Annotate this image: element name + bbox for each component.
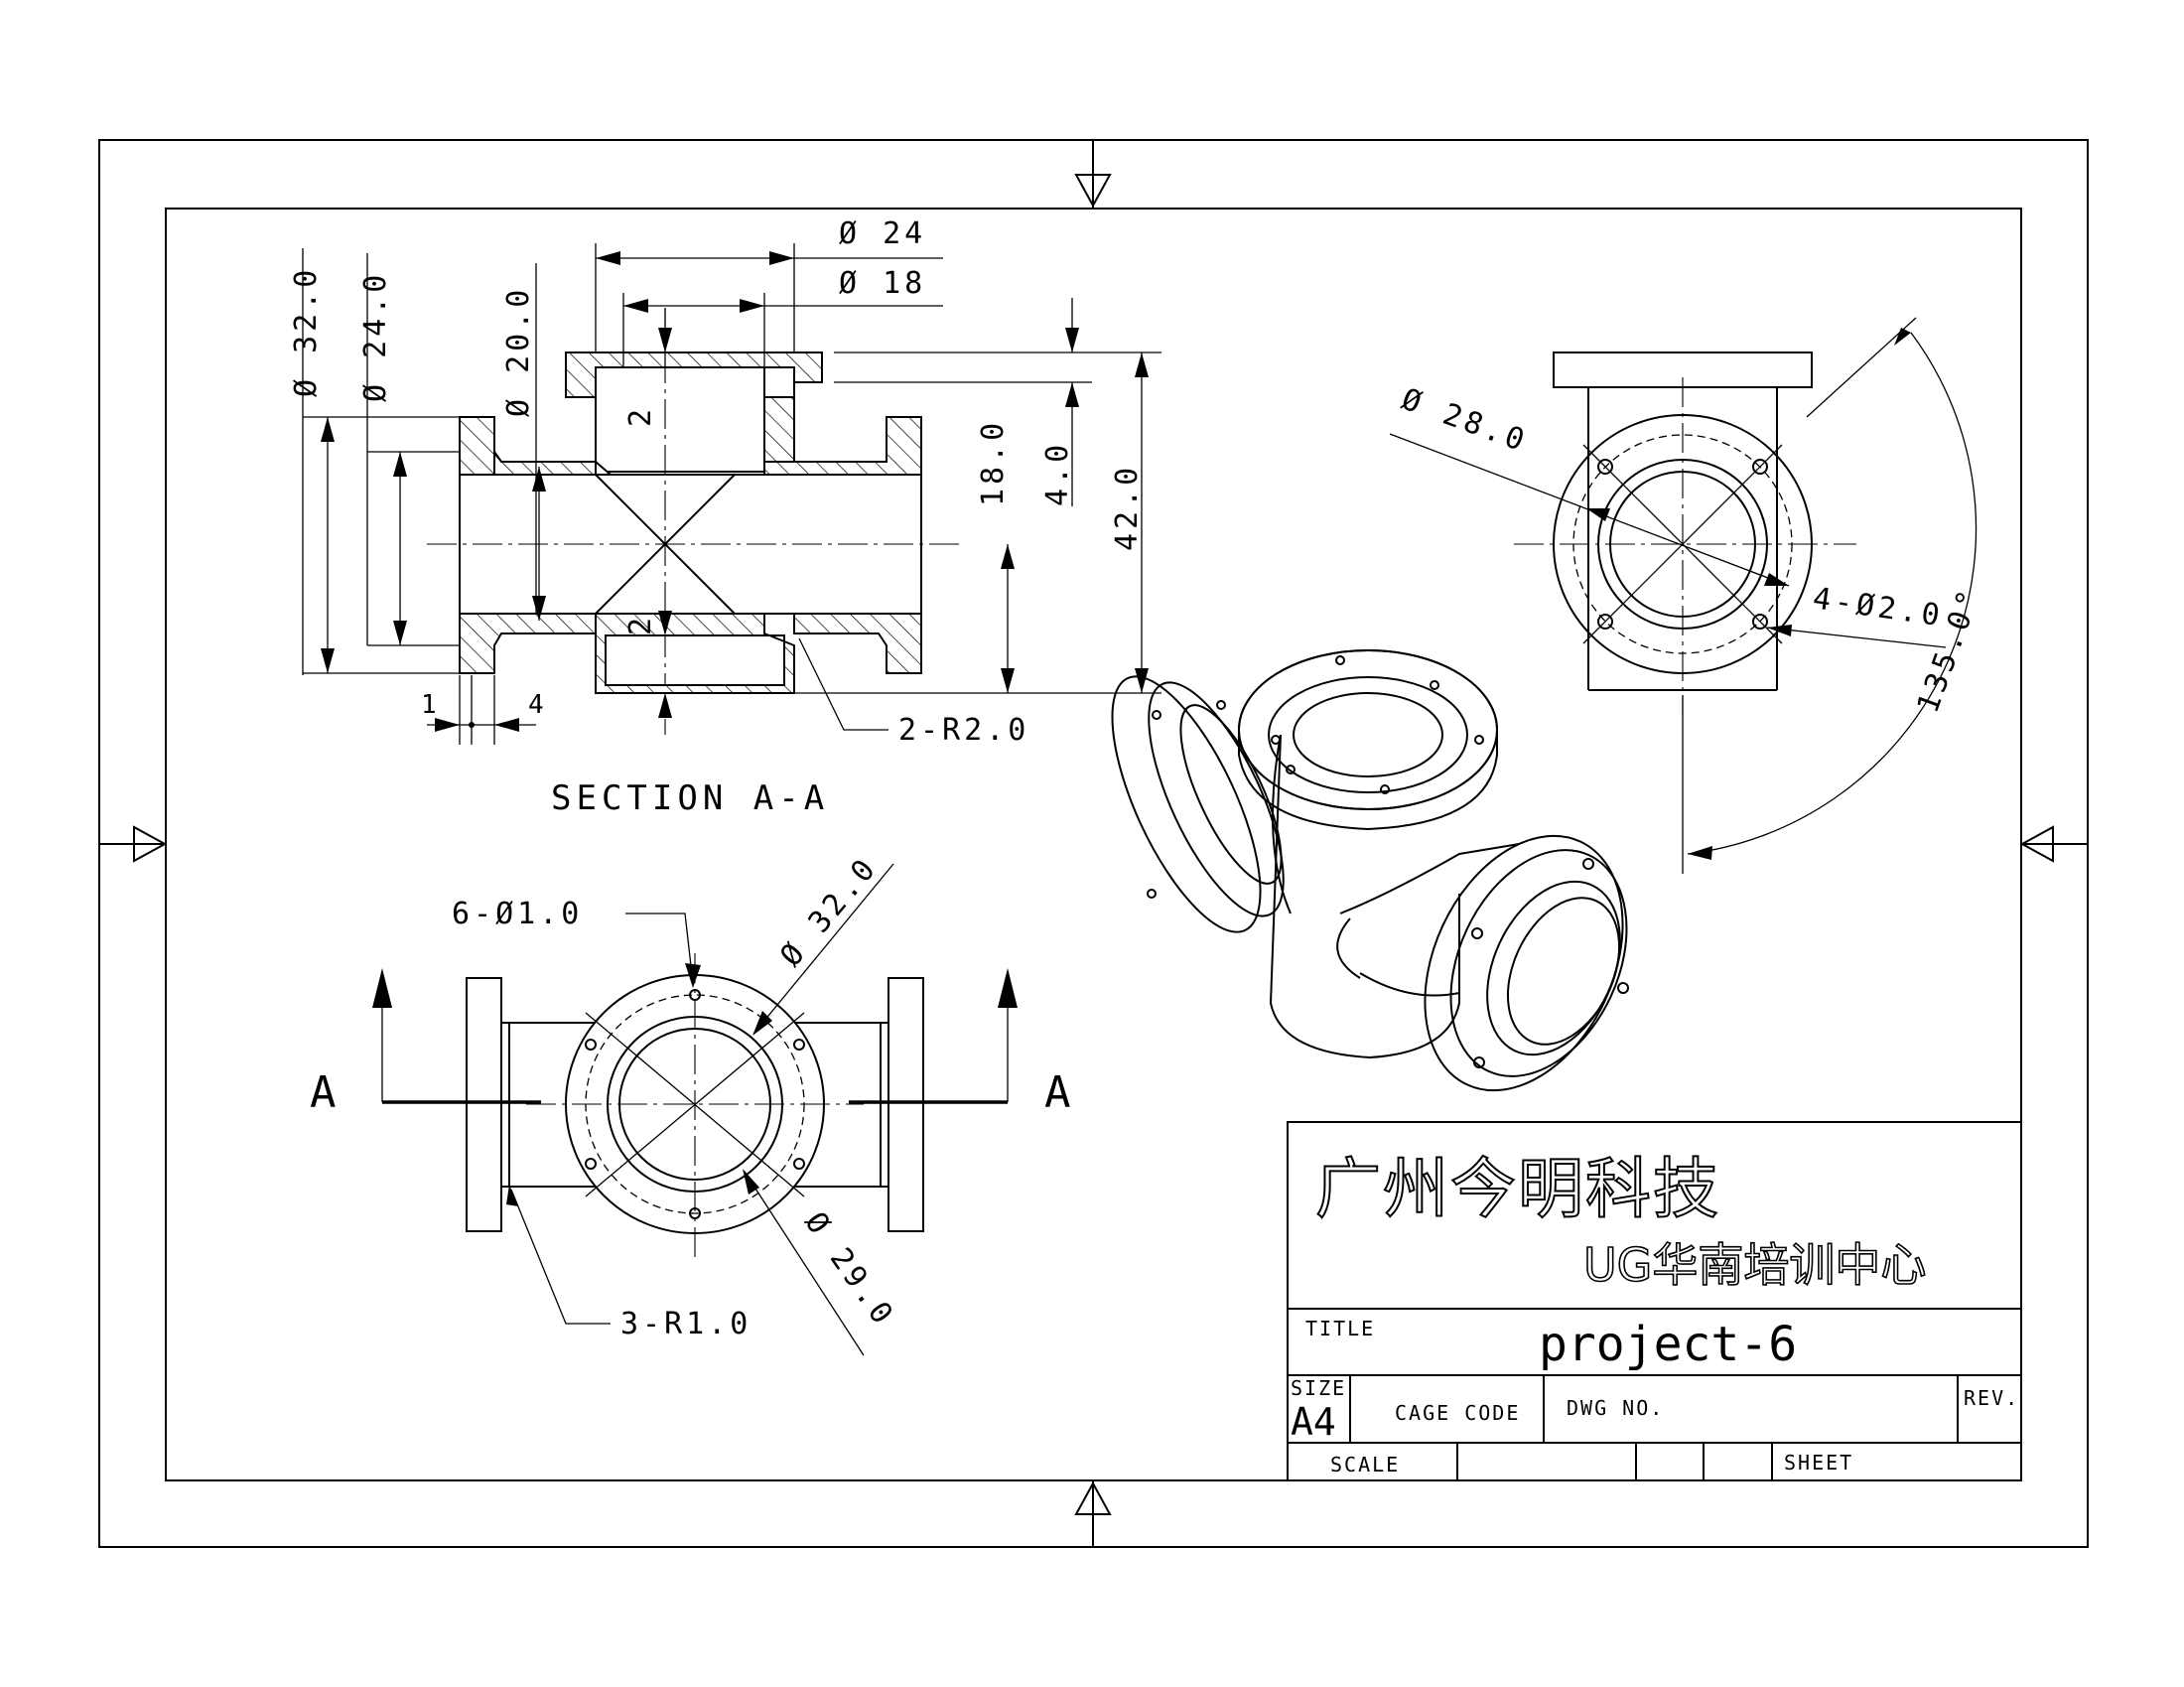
dim-height-18: 18.0	[976, 419, 1011, 506]
dim-fillet-2-r2: 2-R2.0	[898, 713, 1029, 748]
title-value: project-6	[1539, 1317, 1797, 1372]
title-label: TITLE	[1305, 1317, 1375, 1340]
dim-top-dia-24: Ø 24	[839, 216, 926, 251]
sheet-label: SHEET	[1784, 1451, 1853, 1475]
section-view: Ø 32.0 Ø 24.0 Ø 20.0 Ø 24 Ø 18 2 2 18.0	[289, 216, 1161, 818]
side-view: Ø 28.0 4-Ø2.0 135.0°	[1389, 317, 1988, 874]
dim-height-4: 4.0	[1040, 441, 1075, 506]
rev-label: REV.	[1964, 1386, 2019, 1410]
sheet-border	[98, 139, 2089, 1548]
section-marker-right: A	[1044, 1067, 1071, 1118]
section-label: SECTION A-A	[551, 778, 829, 818]
dim-side-dia-28: Ø 28.0	[1397, 382, 1532, 460]
isometric-view	[1111, 649, 1629, 1092]
dim-front-dia-32: Ø 32.0	[773, 850, 885, 973]
company-subtitle: UG华南培训中心	[1583, 1238, 1926, 1292]
dim-dia-32: Ø 32.0	[289, 266, 324, 397]
size-value: A4	[1291, 1400, 1336, 1444]
dim-fillet-3-r1: 3-R1.0	[620, 1307, 751, 1341]
dim-flange-1: 1	[421, 690, 441, 720]
cage-code-label: CAGE CODE	[1395, 1401, 1520, 1425]
company-name: 广州今明科技	[1315, 1151, 1720, 1227]
size-label: SIZE	[1291, 1376, 1346, 1400]
dim-holes-6: 6-Ø1.0	[452, 897, 583, 931]
front-view: A A 6-Ø1.0 Ø 3	[310, 850, 1071, 1356]
dim-flange-4: 4	[528, 690, 548, 720]
dim-wall-bottom: 2	[623, 614, 658, 635]
dim-top-dia-18: Ø 18	[839, 266, 926, 301]
dim-wall-top: 2	[623, 405, 658, 427]
dim-dia-20: Ø 20.0	[501, 286, 536, 417]
dwg-no-label: DWG NO.	[1567, 1396, 1664, 1420]
title-block: 广州今明科技 UG华南培训中心 TITLE project-6 SIZE A4 …	[1287, 1121, 2022, 1481]
dim-side-holes-4: 4-Ø2.0	[1811, 581, 1946, 633]
dim-dia-24: Ø 24.0	[358, 271, 393, 402]
dim-height-42: 42.0	[1110, 464, 1145, 551]
dim-front-dia-29: Ø 29.0	[797, 1206, 901, 1335]
section-marker-left: A	[310, 1067, 337, 1118]
scale-label: SCALE	[1330, 1453, 1400, 1476]
